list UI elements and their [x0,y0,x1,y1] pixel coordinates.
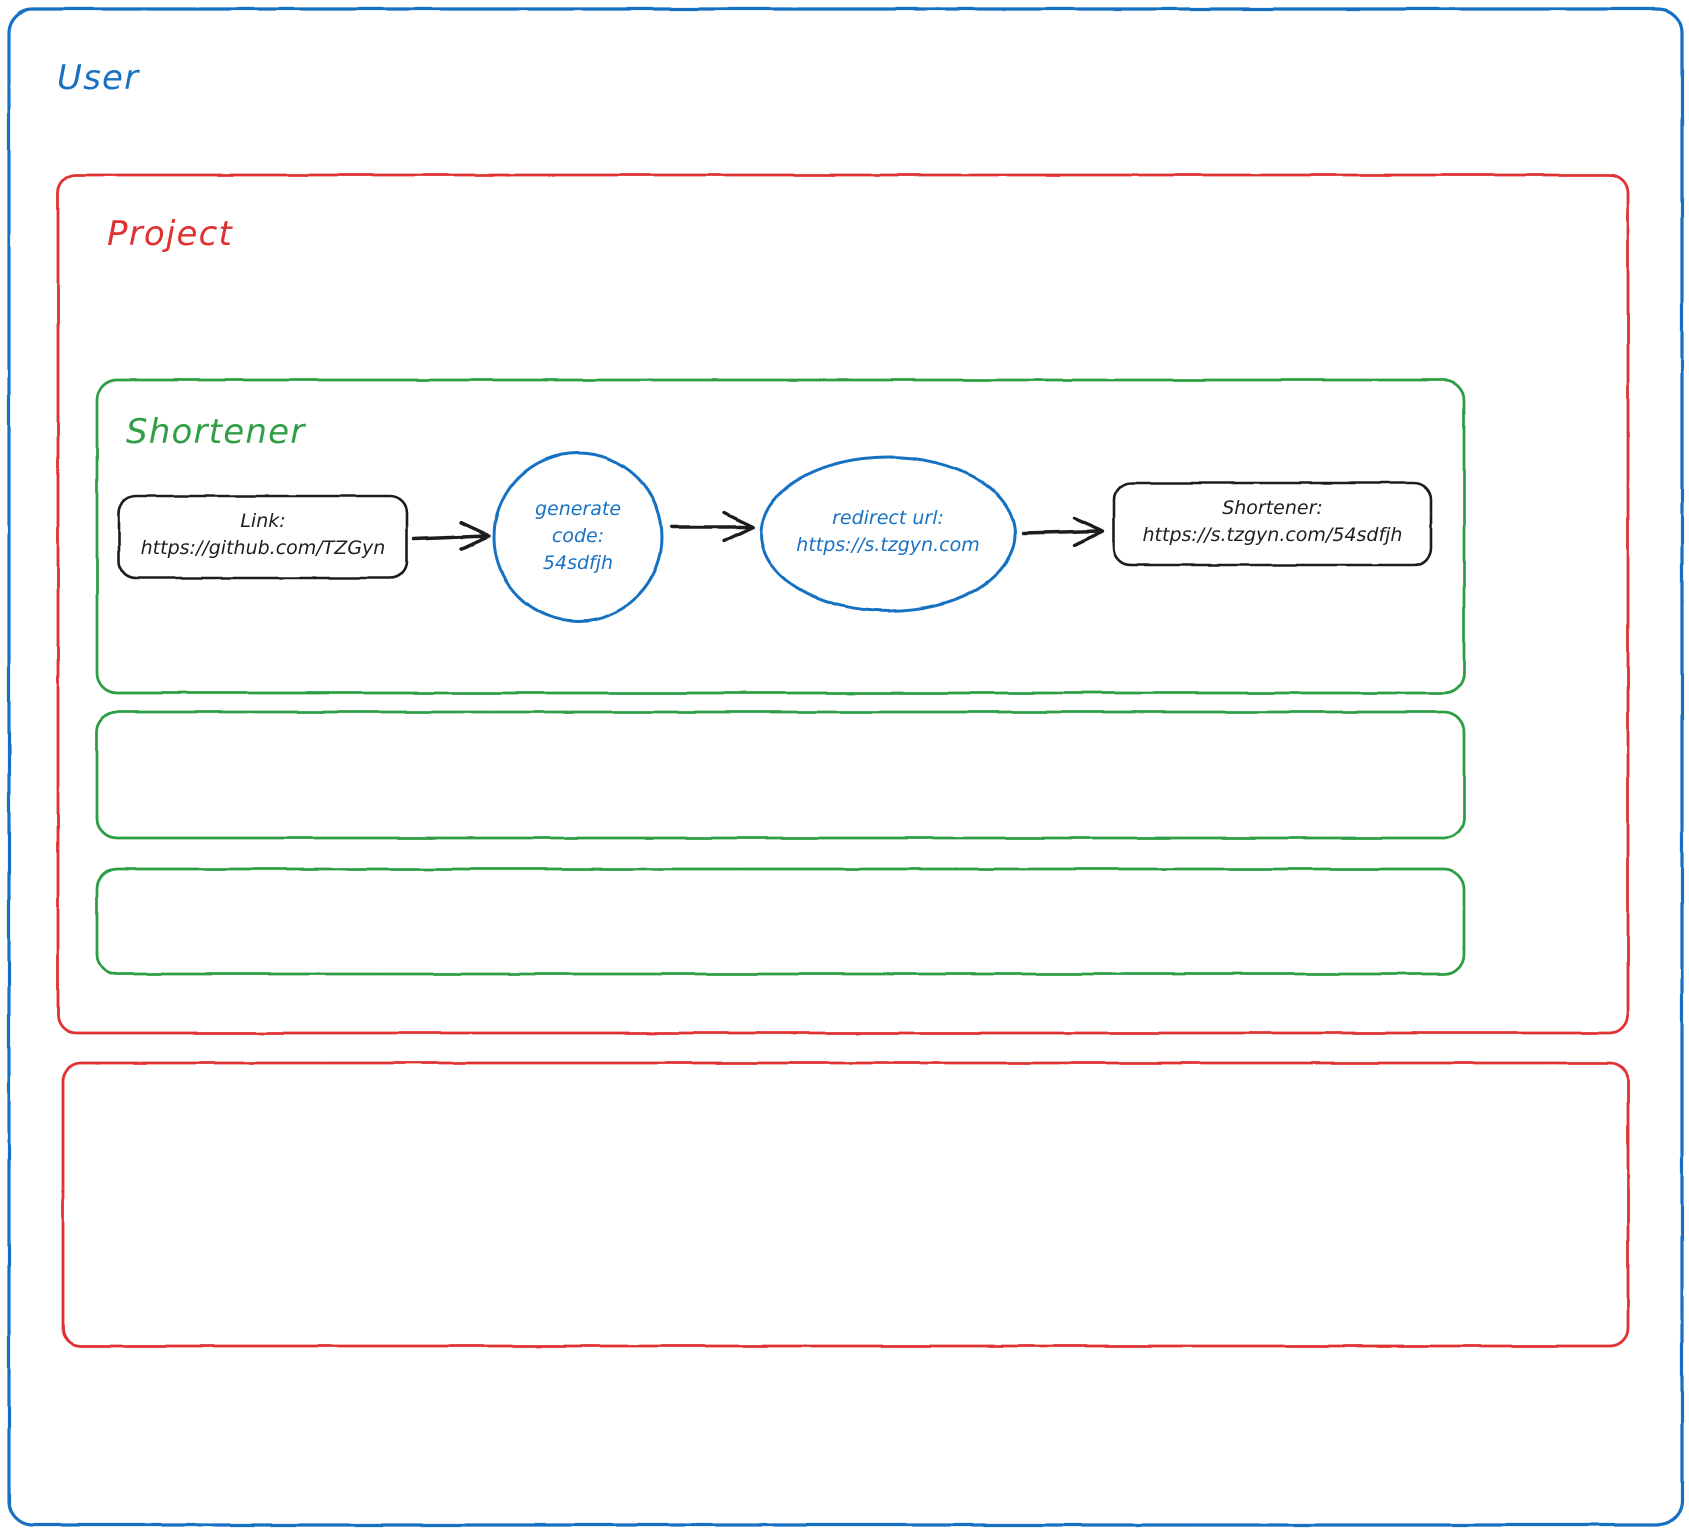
frame-empty-service-1[interactable] [95,710,1466,840]
frame-shortener[interactable] [95,378,1466,695]
frame-label-user: User [57,58,140,98]
frame-empty-service-2[interactable] [95,867,1466,976]
arrow-link-to-generate-code [412,521,491,551]
frame-project[interactable] [56,173,1630,1035]
frame-user[interactable] [7,7,1684,1527]
frame-label-shortener: Shortener [126,412,306,452]
node-shortener-result[interactable] [1112,481,1433,567]
arrow-generate-code-to-redirect-url [670,511,755,543]
node-generate-code[interactable] [492,451,664,623]
frame-empty-project[interactable] [61,1061,1630,1348]
node-link[interactable] [117,494,409,580]
node-redirect-url[interactable] [759,455,1017,613]
arrow-redirect-url-to-shortener-result [1021,516,1105,547]
frame-label-project: Project [107,214,234,254]
